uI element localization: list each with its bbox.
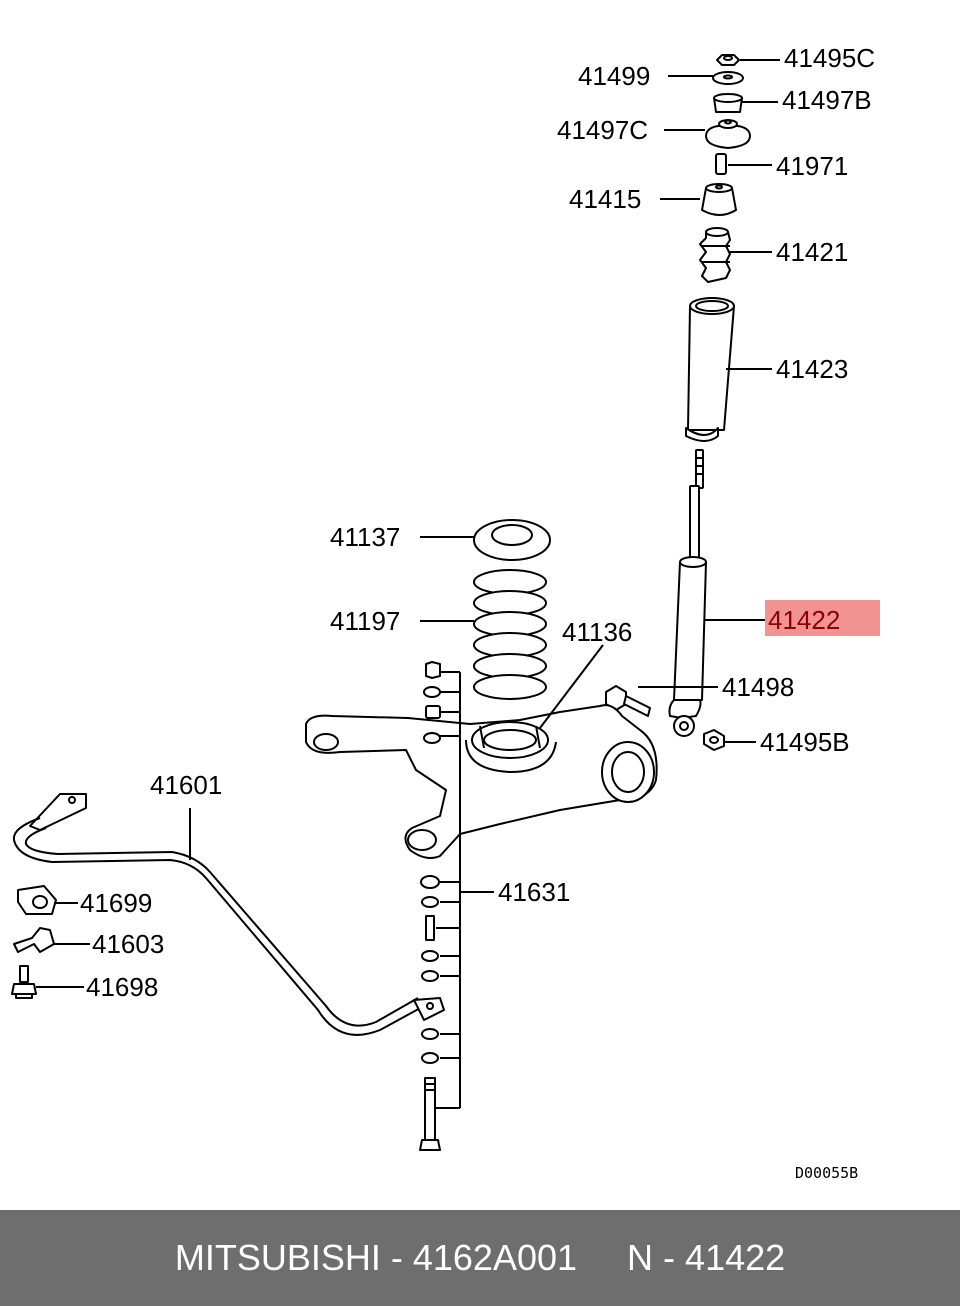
label-41495c: 41495C	[784, 43, 875, 73]
part-41197-coil-spring[interactable]	[473, 569, 547, 700]
footer-n-label: N	[627, 1237, 654, 1278]
label-41422: 41422	[768, 605, 840, 635]
label-41601: 41601	[150, 770, 222, 800]
label-41603: 41603	[92, 929, 164, 959]
part-41601-stabilizer-bar[interactable]	[12, 793, 445, 1036]
label-41497b: 41497B	[782, 85, 872, 115]
part-41698-bolt[interactable]	[11, 965, 37, 999]
stabilizer-link-hardware-upper[interactable]	[423, 661, 441, 744]
footer-n-value: 41422	[685, 1237, 786, 1278]
part-41631-link-kit[interactable]	[419, 875, 441, 1151]
part-41137-spring-seat[interactable]	[473, 519, 551, 561]
footer-separator: -	[380, 1237, 413, 1278]
footer-gap	[577, 1237, 627, 1279]
part-41603-bracket[interactable]	[13, 927, 55, 953]
part-41495c-nut[interactable]	[716, 54, 740, 66]
footer-separator-2: -	[653, 1237, 686, 1278]
part-41699-bushing[interactable]	[17, 885, 57, 915]
parts-diagram: 41495C 41499 41497B 41497C 41971 41415	[11, 43, 880, 1182]
highlight-41422	[765, 600, 880, 636]
label-41698: 41698	[86, 972, 158, 1002]
part-41423-dust-cover[interactable]	[685, 297, 735, 442]
footer-bar: MITSUBISHI - 4162A001 N - 41422	[0, 1210, 960, 1306]
footer-brand: MITSUBISHI	[174, 1237, 381, 1278]
label-41498: 41498	[722, 672, 794, 702]
label-41136: 41136	[562, 617, 632, 647]
label-41971: 41971	[776, 151, 848, 181]
part-41498-bolt[interactable]	[605, 685, 651, 717]
label-41423: 41423	[776, 354, 848, 384]
part-41422-shock-absorber[interactable]	[668, 449, 707, 737]
part-41971-collar[interactable]	[715, 153, 727, 175]
part-41415-mount[interactable]	[701, 183, 737, 216]
part-41421-bump-stopper[interactable]	[699, 227, 731, 283]
part-41499-washer[interactable]	[712, 71, 744, 85]
footer-part-number: 4162A001	[412, 1237, 578, 1278]
rear-axle-housing	[305, 704, 658, 859]
label-41699: 41699	[80, 888, 152, 918]
part-41497b-bushing[interactable]	[713, 93, 743, 113]
label-41415: 41415	[569, 184, 641, 214]
part-41495b-nut[interactable]	[703, 729, 725, 751]
part-41136-spring-pad[interactable]	[471, 721, 549, 759]
label-41499: 41499	[578, 61, 650, 91]
label-41197: 41197	[330, 606, 400, 636]
label-41421: 41421	[776, 237, 848, 267]
label-41137: 41137	[330, 522, 400, 552]
part-41497c-bushing[interactable]	[705, 119, 751, 149]
label-41495b: 41495B	[760, 727, 850, 757]
label-41631: 41631	[498, 877, 570, 907]
diagram-code: D00055B	[795, 1164, 858, 1182]
label-41497c: 41497C	[557, 115, 648, 145]
